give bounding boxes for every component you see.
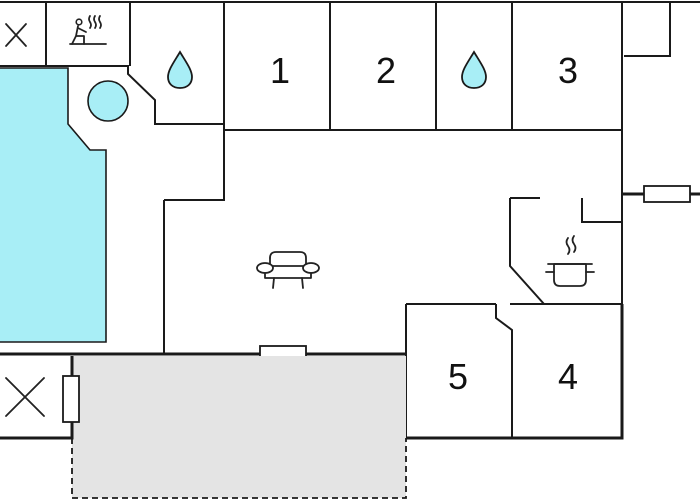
- pool-edge: [0, 67, 107, 343]
- whirlpool-icon: [87, 80, 129, 122]
- cross-icon: [5, 377, 45, 417]
- terrace: [72, 356, 406, 498]
- room-number: 1: [270, 50, 290, 91]
- kitchen-partition: [509, 197, 622, 305]
- room-number: 3: [558, 50, 578, 91]
- room-number: 4: [558, 356, 578, 397]
- window-icon: [643, 185, 691, 203]
- swimming-pool: [0, 68, 106, 342]
- bottom-left-room-walls: [0, 356, 74, 440]
- kitchen-pot-icon: [545, 235, 595, 287]
- sauna-icon: [69, 15, 107, 45]
- top-left-rooms-walls: [0, 1, 131, 66]
- terrace-dashed-outline: [71, 438, 407, 499]
- living-area-walls: [164, 124, 225, 201]
- water-drop-icon: [167, 50, 193, 89]
- room-number: 2: [376, 50, 396, 91]
- room-number: 5: [448, 356, 468, 397]
- water-drop-icon: [461, 50, 487, 89]
- bedrooms-bottom-walls: [405, 303, 622, 438]
- sofa-icon: [256, 251, 320, 289]
- window-icon: [62, 375, 80, 423]
- cross-icon: [5, 23, 27, 47]
- top-right-walls: [624, 1, 700, 57]
- pool-deck-outline: [0, 65, 224, 354]
- bedrooms-bottom-exterior: [406, 304, 624, 440]
- bedrooms-row-walls: [223, 1, 624, 304]
